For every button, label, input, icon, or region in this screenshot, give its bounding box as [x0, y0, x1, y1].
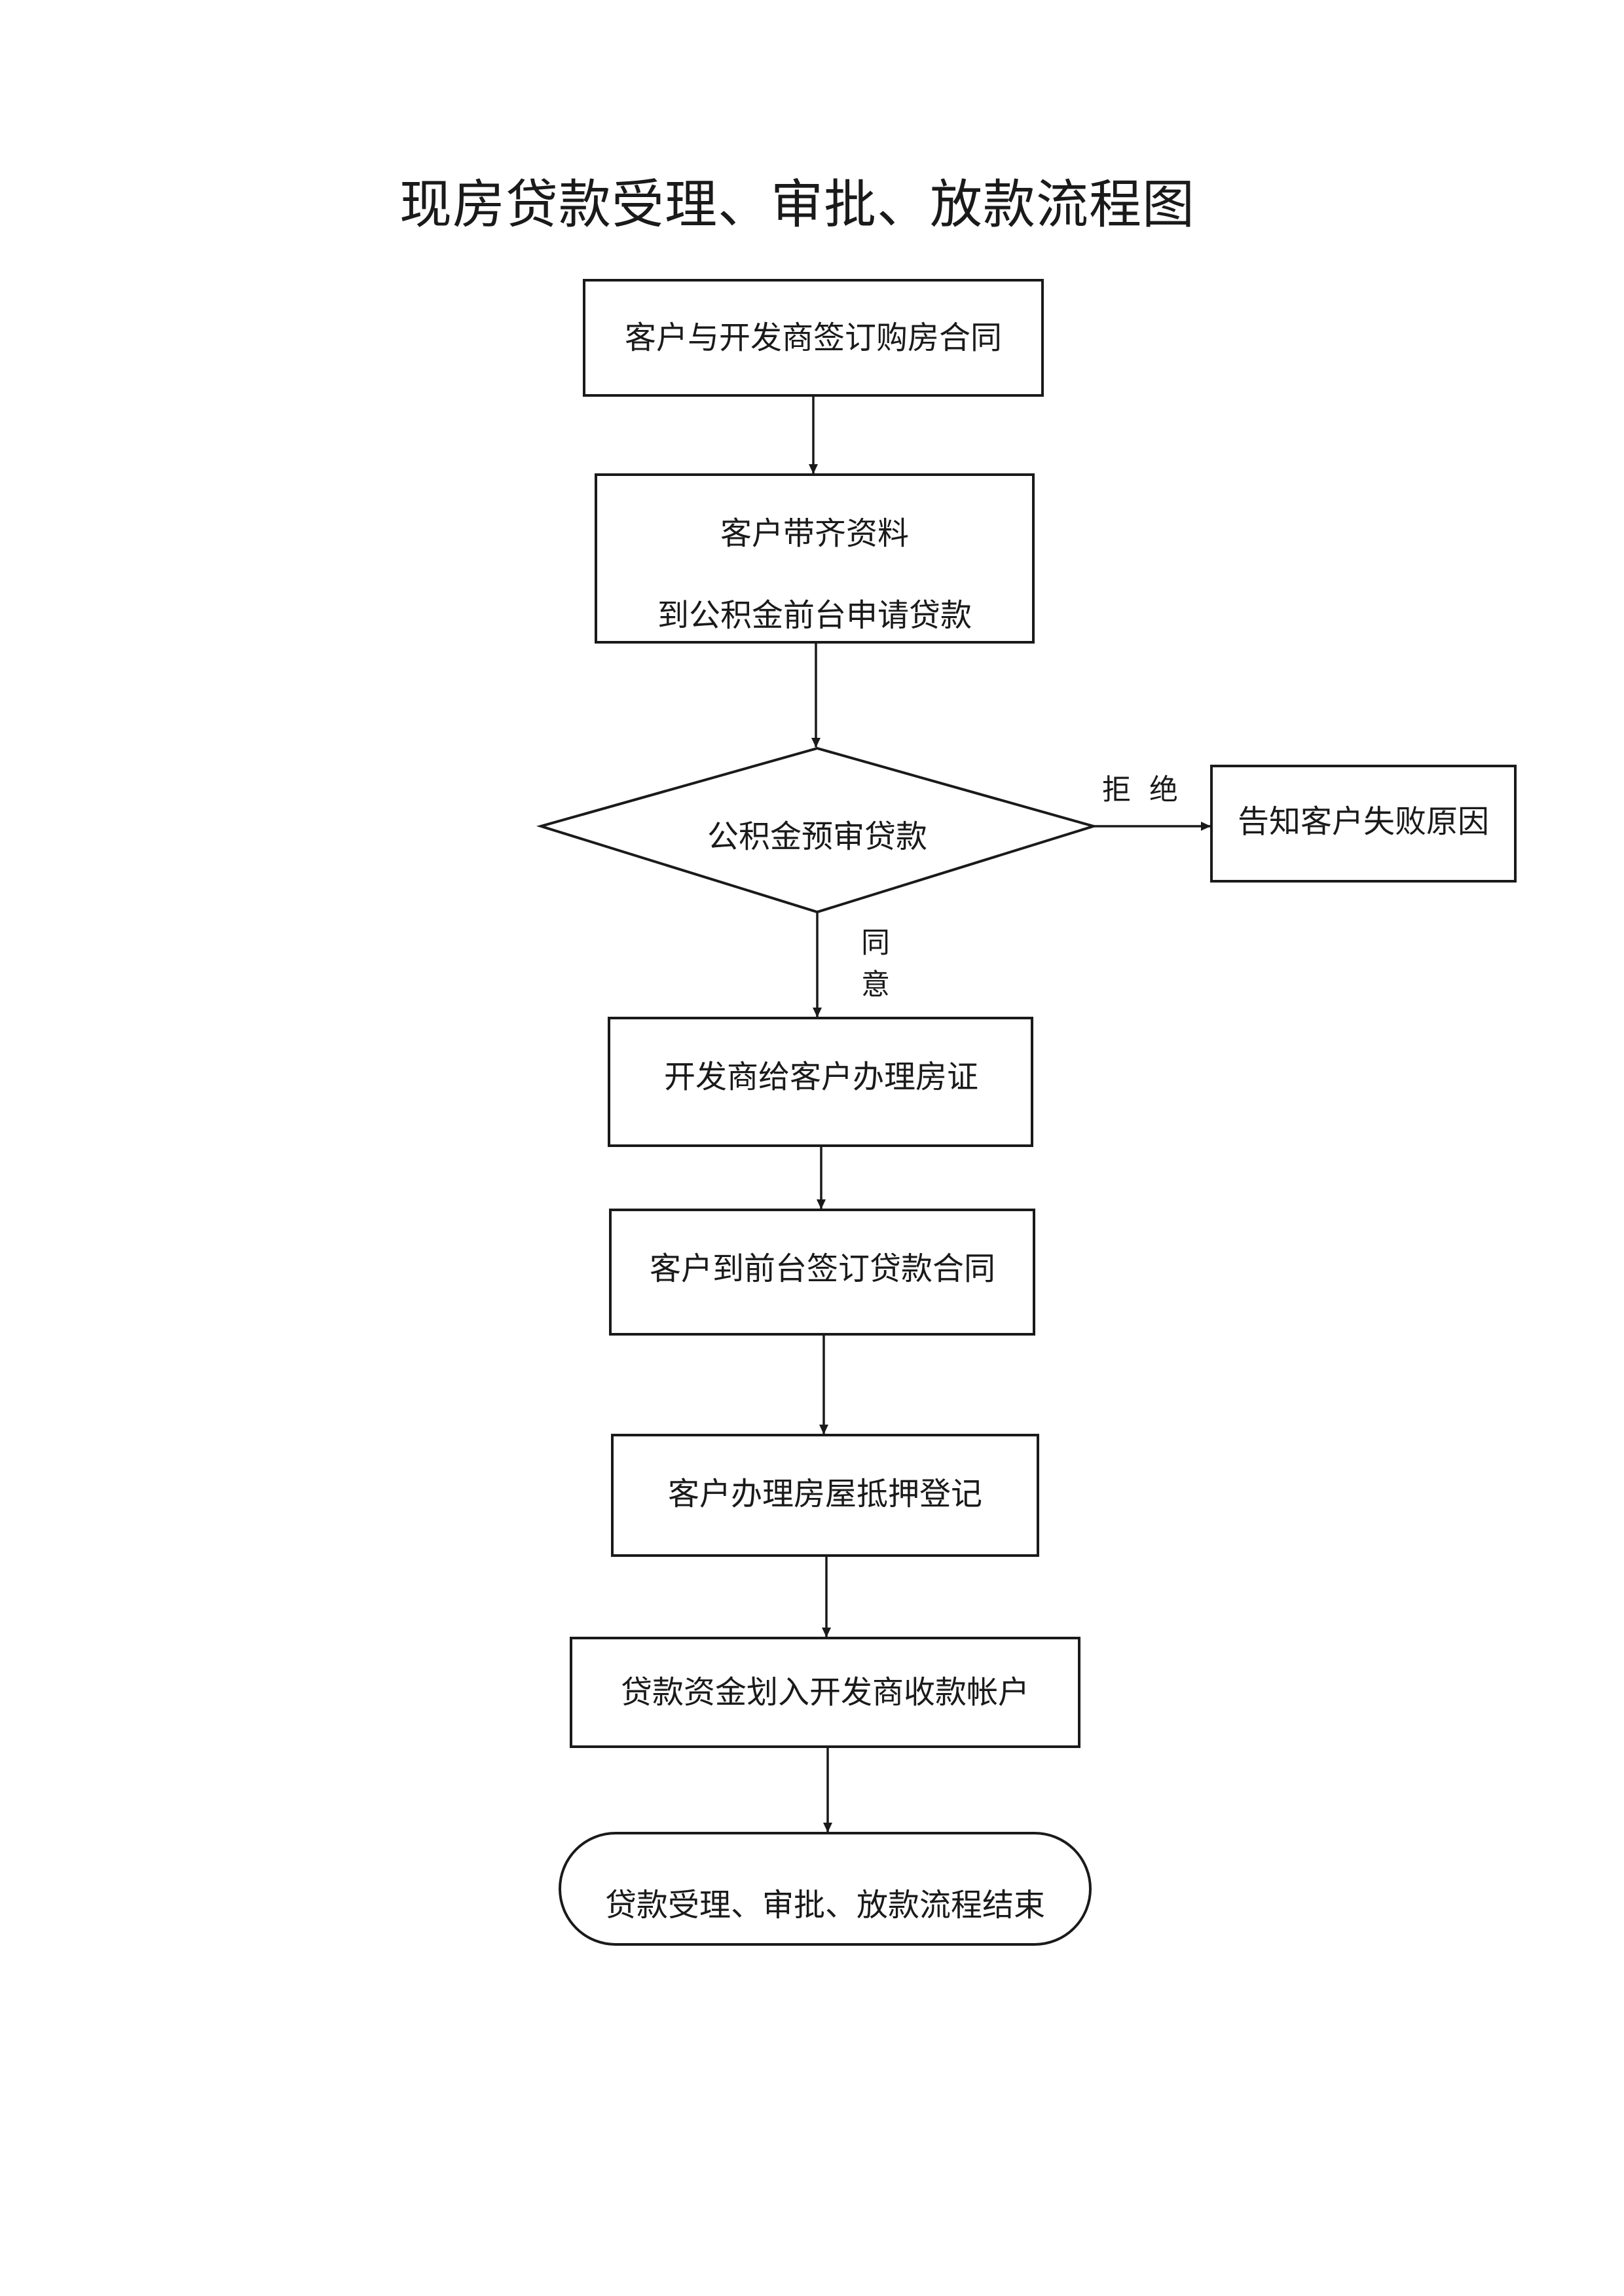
- sign-purchase-label: 客户与开发商签订购房合同: [624, 319, 1003, 356]
- reject-edge-label: 拒绝: [1102, 773, 1196, 807]
- pre-review-label: 公积金预审贷款: [707, 818, 928, 855]
- loan-contract-box: [609, 1209, 1035, 1336]
- mortgage-register-label: 客户办理房屋抵押登记: [667, 1476, 983, 1512]
- apply-loan-box: [595, 473, 1035, 644]
- approve-edge-label: 同意: [856, 927, 889, 1011]
- notify-failure-label: 告知客户失败原因: [1237, 803, 1490, 840]
- loan-contract-label: 客户到前台签订贷款合同: [649, 1250, 996, 1287]
- mortgage-register-box: [611, 1434, 1039, 1557]
- apply-loan-label-line1: 客户带齐资料: [720, 515, 910, 552]
- apply-loan-label-line2: 到公积金前台申请贷款: [657, 597, 972, 634]
- notify-failure-box: [1210, 765, 1517, 883]
- end-label: 贷款受理、审批、放款流程结束: [604, 1887, 1046, 1923]
- diagram-title: 现房贷款受理、审批、放款流程图: [399, 174, 1195, 235]
- end-terminator: [559, 1832, 1092, 1946]
- funds-transfer-label: 贷款资金划入开发商收款帐户: [620, 1674, 1030, 1711]
- property-cert-label: 开发商给客户办理房证: [663, 1059, 979, 1095]
- funds-transfer-box: [570, 1637, 1080, 1748]
